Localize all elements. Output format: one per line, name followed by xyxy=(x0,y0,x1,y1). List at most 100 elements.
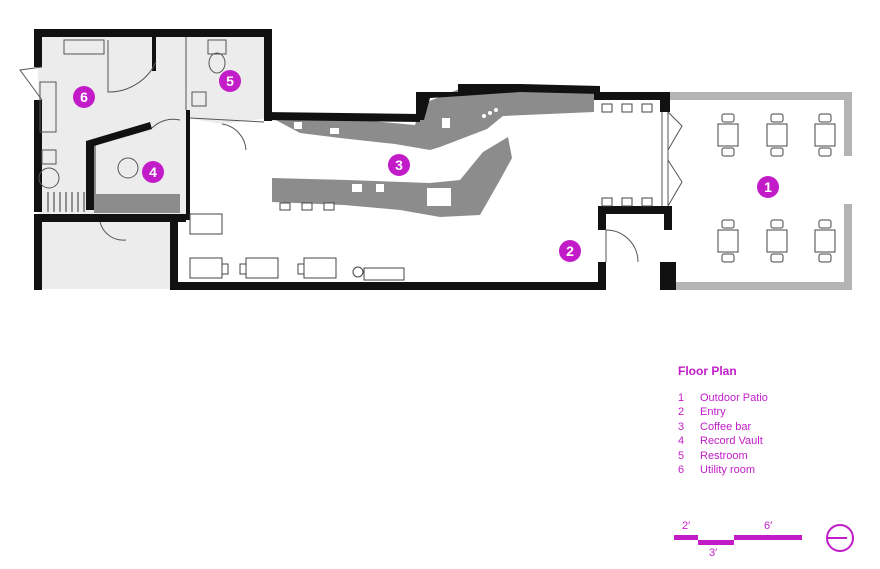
patio-walls xyxy=(670,92,852,290)
patio-chair xyxy=(770,147,784,157)
patio-table xyxy=(814,229,836,253)
room-marker-5: 5 xyxy=(226,73,234,89)
patio-chair xyxy=(770,113,784,123)
legend-item: 3 Coffee bar xyxy=(678,420,768,434)
stool xyxy=(279,202,291,211)
room-marker-6: 6 xyxy=(80,89,88,105)
equipment-mark xyxy=(488,111,492,115)
interior-seating xyxy=(189,103,653,281)
scale-segment xyxy=(674,535,698,540)
patio-table xyxy=(766,229,788,253)
patio-table xyxy=(766,123,788,147)
room-marker-4: 4 xyxy=(149,164,157,180)
equipment-mark xyxy=(482,114,486,118)
wall xyxy=(660,92,670,112)
stairs xyxy=(47,192,85,212)
legend-item-number: 2 xyxy=(678,406,685,419)
room-marker-2-dot xyxy=(559,240,581,262)
record-shelf xyxy=(94,194,180,213)
door-swing xyxy=(19,66,43,101)
counter-equipment xyxy=(294,108,498,206)
wall xyxy=(598,262,606,290)
room-markers: 1 2 3 4 5 6 xyxy=(73,70,779,262)
stool xyxy=(301,202,313,211)
legend-item-number: 3 xyxy=(678,420,685,433)
wall xyxy=(660,262,676,290)
patio-chair xyxy=(818,219,832,229)
wall xyxy=(34,29,272,37)
legend-item-label: Utility room xyxy=(700,464,756,477)
legend-item-label: Entry xyxy=(700,406,726,419)
patio-table xyxy=(814,123,836,147)
door-swing xyxy=(99,221,127,241)
door-swing xyxy=(667,159,683,207)
legend-item-label: Record Vault xyxy=(700,435,763,448)
stool xyxy=(641,197,653,207)
stool xyxy=(621,197,633,207)
patio-table xyxy=(717,123,739,147)
legend-item-label: Coffee bar xyxy=(700,420,752,433)
legend-item-number: 1 xyxy=(678,392,685,404)
equipment-mark xyxy=(376,184,384,192)
patio-chair xyxy=(770,253,784,263)
wall xyxy=(34,214,186,222)
chair xyxy=(297,263,305,275)
door-swing xyxy=(107,40,157,93)
wall xyxy=(264,112,420,122)
equipment-mark xyxy=(494,108,498,112)
room-marker-6-dot xyxy=(73,86,95,108)
table xyxy=(245,257,279,279)
legend-item-label: Outdoor Patio xyxy=(700,392,768,404)
equipment-mark xyxy=(442,118,450,128)
room-marker-4-dot xyxy=(142,161,164,183)
floor-plan-legend: Floor Plan 1 Outdoor Patio 2 Entry 3 Coffee… xyxy=(678,364,768,477)
patio-chair xyxy=(721,253,735,263)
scale-label-2ft: 2′ xyxy=(682,520,691,532)
back-counter xyxy=(272,85,594,150)
equipment-mark xyxy=(294,122,302,129)
legend-item: 6 Utility room xyxy=(678,463,768,477)
north-arrow-icon xyxy=(826,524,854,552)
wall xyxy=(86,122,152,210)
room-marker-2: 2 xyxy=(566,243,574,259)
patio-chair xyxy=(818,253,832,263)
stool xyxy=(323,202,335,211)
utility-counter xyxy=(39,81,57,133)
stool xyxy=(601,197,613,207)
patio-chair xyxy=(818,147,832,157)
partition xyxy=(189,117,265,123)
legend-item: 1 Outdoor Patio xyxy=(678,391,768,405)
stool xyxy=(352,266,364,278)
chair xyxy=(221,263,229,275)
wall xyxy=(598,206,606,230)
patio-wall xyxy=(844,204,852,290)
legend-item-number: 6 xyxy=(678,464,685,477)
room-marker-5-dot xyxy=(219,70,241,92)
equipment-mark xyxy=(427,188,451,206)
wall xyxy=(34,100,42,212)
table xyxy=(303,257,337,279)
front-counter xyxy=(272,137,512,217)
door-swing xyxy=(221,123,247,151)
sink xyxy=(191,91,207,107)
wall xyxy=(264,29,272,121)
legend-item: 4 Record Vault xyxy=(678,434,768,448)
legend-item-number: 4 xyxy=(678,435,685,448)
wall xyxy=(664,206,672,230)
utility-room-fill xyxy=(38,37,190,215)
patio-tables xyxy=(717,113,836,263)
wall xyxy=(594,92,670,100)
room-marker-3: 3 xyxy=(395,157,403,173)
equipment-mark xyxy=(330,128,339,134)
patio-table xyxy=(717,229,739,253)
patio-chair xyxy=(818,113,832,123)
patio-chair xyxy=(770,219,784,229)
wall xyxy=(170,214,178,290)
room-marker-1-dot xyxy=(757,176,779,198)
building-walls xyxy=(34,29,676,290)
legend-title: Floor Plan xyxy=(678,364,737,378)
scale-label-6ft: 6′ xyxy=(764,520,773,532)
round-table xyxy=(117,157,139,179)
wall xyxy=(170,282,606,290)
